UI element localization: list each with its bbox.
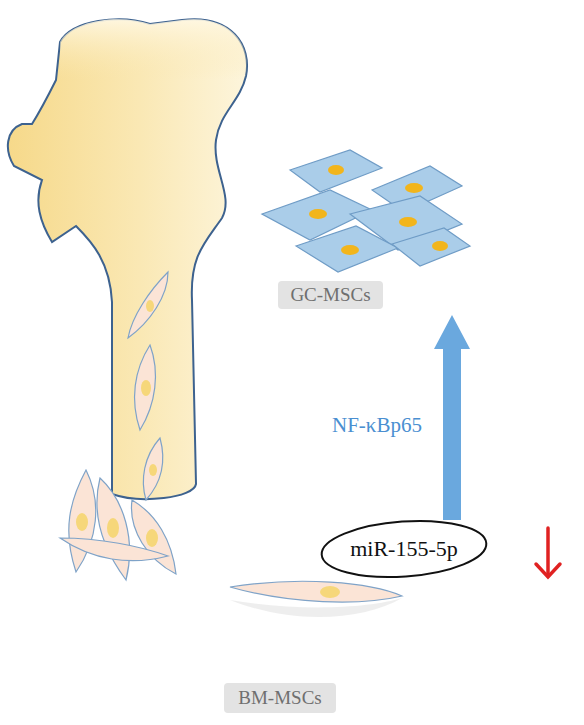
gc-msc-cells [262,150,470,272]
cell-label-tag: GC-MSCs [278,281,383,309]
cell-label-tag: BM-MSCs [224,683,336,713]
bone-highlight [60,19,247,140]
thick-arrow [434,315,470,520]
node-text: GC-MSCs [290,284,370,306]
decrease-arrow [536,528,560,577]
reflection [230,598,402,617]
mirna-oval: miR-155-5p [320,520,488,578]
node-text: miR-155-5p [350,536,458,562]
node-text: BM-MSCs [238,687,321,709]
edge-label: NF-κBp65 [330,413,424,438]
bone [8,19,247,499]
